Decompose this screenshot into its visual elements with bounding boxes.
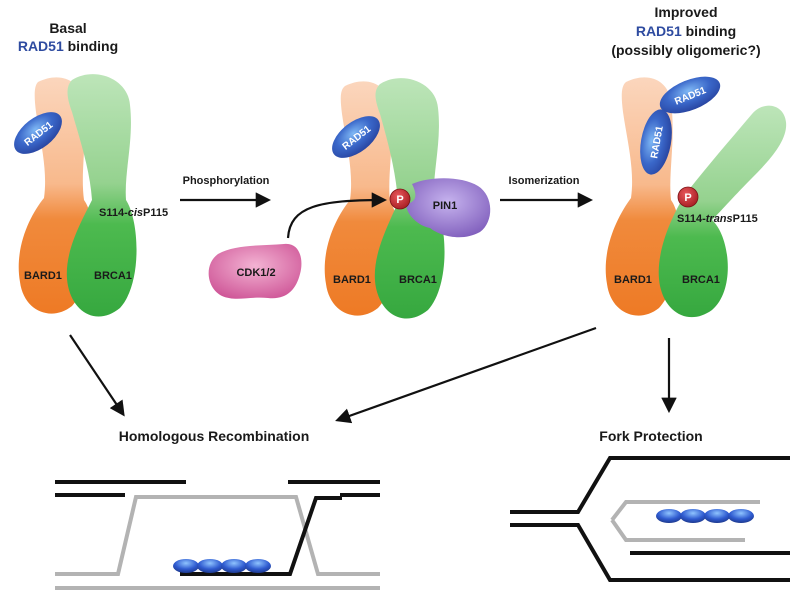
phospho-group: P: [677, 186, 699, 208]
rad51-bead: [656, 509, 682, 523]
title-basal-binding: binding: [64, 38, 118, 54]
phosphorylation-label: Phosphorylation: [183, 175, 270, 187]
title-basal-rad51-binding: RAD51 binding: [18, 38, 118, 54]
dna-strand-nascent-bottom: [610, 518, 745, 542]
rad51-filament: [656, 509, 754, 523]
hr-label: Homologous Recombination: [119, 428, 310, 444]
brca1-label: BRCA1: [682, 274, 720, 286]
title-improved: Improved: [654, 4, 717, 20]
cdk-shape: [208, 243, 302, 299]
complex-basal: RAD51 BARD1 BRCA1 S114-cisP115: [14, 74, 168, 317]
rad51-monomer: RAD51: [14, 112, 62, 154]
phospho-label: P: [684, 192, 691, 204]
phospho-label: P: [396, 194, 403, 206]
cis-italic: cis: [128, 207, 143, 219]
bard1-label: BARD1: [24, 270, 62, 282]
rad51-bead: [173, 559, 199, 573]
trans-prefix: S114-: [677, 213, 706, 225]
dna-strand-parental-bottom: [510, 523, 790, 582]
rad51-bead: [245, 559, 271, 573]
cis-site-label: S114-cisP115: [99, 207, 168, 219]
dna-strand-invading: [180, 496, 342, 576]
complex-trans: RAD51 RAD51 P S114-transP115 BARD1 BRCA1: [605, 76, 787, 318]
rad51-bead: [728, 509, 754, 523]
rad51-ellipse: [332, 116, 380, 158]
rad51-bead: [197, 559, 223, 573]
rad51-filament: [173, 559, 271, 573]
fork-dna-schematic: [510, 456, 790, 582]
rad51-monomer-upper: RAD51: [659, 76, 721, 114]
title-improved-rad51: RAD51: [636, 23, 682, 39]
rad51-ellipse: [659, 76, 721, 114]
rad51-ellipse: [640, 109, 672, 175]
isomerization-label: Isomerization: [509, 175, 580, 187]
dna-strand-nascent-top: [610, 500, 760, 522]
phospho-circle: [677, 186, 699, 208]
rad51-bead: [680, 509, 706, 523]
bard1-label: BARD1: [614, 274, 652, 286]
pin1-shape: [406, 178, 491, 238]
arrow-trans-to-hr: [335, 326, 597, 424]
brca1-label: BRCA1: [94, 270, 132, 282]
phospho-group: P: [389, 188, 411, 210]
pin1-label: PIN1: [433, 200, 457, 212]
title-improved-rad51-binding: RAD51 binding: [636, 23, 736, 39]
trans-site-label: S114-transP115: [677, 213, 758, 225]
brca1-shape: [66, 74, 137, 317]
phospho-circle: [389, 188, 411, 210]
cdk-phosphorylation-arrow: [286, 192, 388, 239]
rad51-monomer-lower: RAD51: [640, 109, 672, 175]
brca1-label: BRCA1: [399, 274, 437, 286]
trans-suffix: P115: [733, 213, 758, 225]
rad51-bead: [704, 509, 730, 523]
rad51-bead: [221, 559, 247, 573]
cis-suffix: P115: [143, 207, 168, 219]
arrow-basal-to-hr: [69, 334, 125, 417]
hr-dna-schematic: [55, 480, 380, 590]
title-basal-rad51: RAD51: [18, 38, 64, 54]
title-basal: Basal: [49, 20, 86, 36]
rad51-ellipse: [14, 112, 62, 154]
cis-prefix: S114-: [99, 207, 128, 219]
trans-italic: trans: [706, 213, 733, 225]
dna-strand-template: [55, 495, 380, 576]
dna-strand-parental-top: [510, 456, 790, 514]
title-improved-binding: binding: [682, 23, 736, 39]
fork-label: Fork Protection: [599, 428, 702, 444]
bard1-label: BARD1: [333, 274, 371, 286]
complex-phosphorylated: RAD51 PIN1 P BARD1 BRCA1: [324, 78, 491, 319]
title-oligomeric: (possibly oligomeric?): [611, 42, 760, 58]
brca1-shape: [658, 105, 787, 318]
cdk-label: CDK1/2: [236, 267, 275, 279]
